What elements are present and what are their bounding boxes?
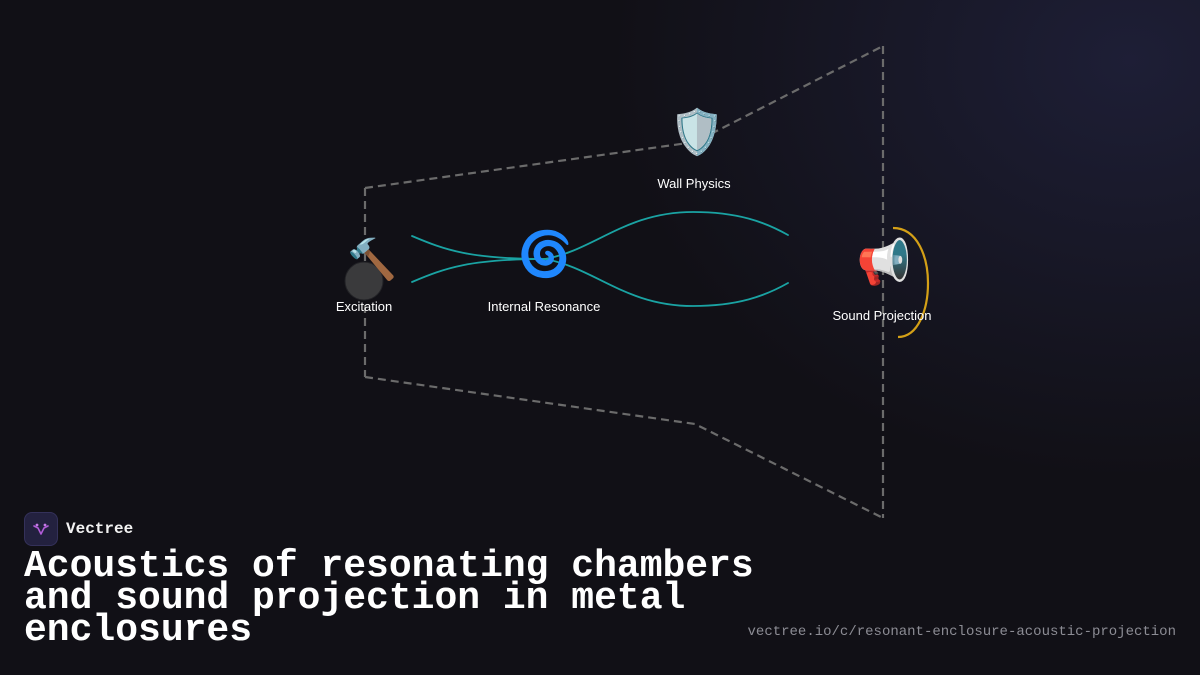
excitation-label: Excitation bbox=[336, 299, 392, 314]
wave-lower-right bbox=[544, 258, 789, 307]
projection-label: Sound Projection bbox=[832, 308, 931, 323]
hammer-icon: 🔨 bbox=[347, 236, 397, 282]
brand: Vectree bbox=[24, 512, 133, 546]
enclosure-outline bbox=[363, 45, 885, 519]
shield-icon: 🛡️ bbox=[670, 107, 725, 157]
enclosure-top-wall bbox=[364, 45, 884, 190]
brand-name: Vectree bbox=[66, 520, 134, 538]
cyclone-icon: 🌀 bbox=[518, 227, 573, 279]
excitation-node[interactable]: 🔨 Excitation bbox=[336, 236, 397, 314]
projection-ring bbox=[892, 226, 930, 339]
wall-physics-label: Wall Physics bbox=[657, 176, 731, 191]
resonance-waves bbox=[411, 211, 789, 307]
source-url[interactable]: vectree.io/c/resonant-enclosure-acoustic… bbox=[747, 624, 1176, 640]
wave-lower-left bbox=[411, 258, 546, 283]
enclosure-bottom-wall bbox=[364, 375, 884, 519]
wall-physics-node[interactable]: 🛡️ Wall Physics bbox=[657, 107, 731, 191]
vectree-logo-icon bbox=[24, 512, 58, 546]
projection-node[interactable]: 📢 Sound Projection bbox=[832, 237, 931, 323]
page-title: Acoustics of resonating chambers and sou… bbox=[24, 545, 754, 652]
wave-upper-right bbox=[544, 211, 789, 260]
striker-ball bbox=[344, 261, 384, 301]
resonance-label: Internal Resonance bbox=[488, 299, 601, 314]
loudspeaker-icon: 📢 bbox=[857, 237, 912, 288]
resonance-node[interactable]: 🌀 Internal Resonance bbox=[488, 227, 601, 314]
